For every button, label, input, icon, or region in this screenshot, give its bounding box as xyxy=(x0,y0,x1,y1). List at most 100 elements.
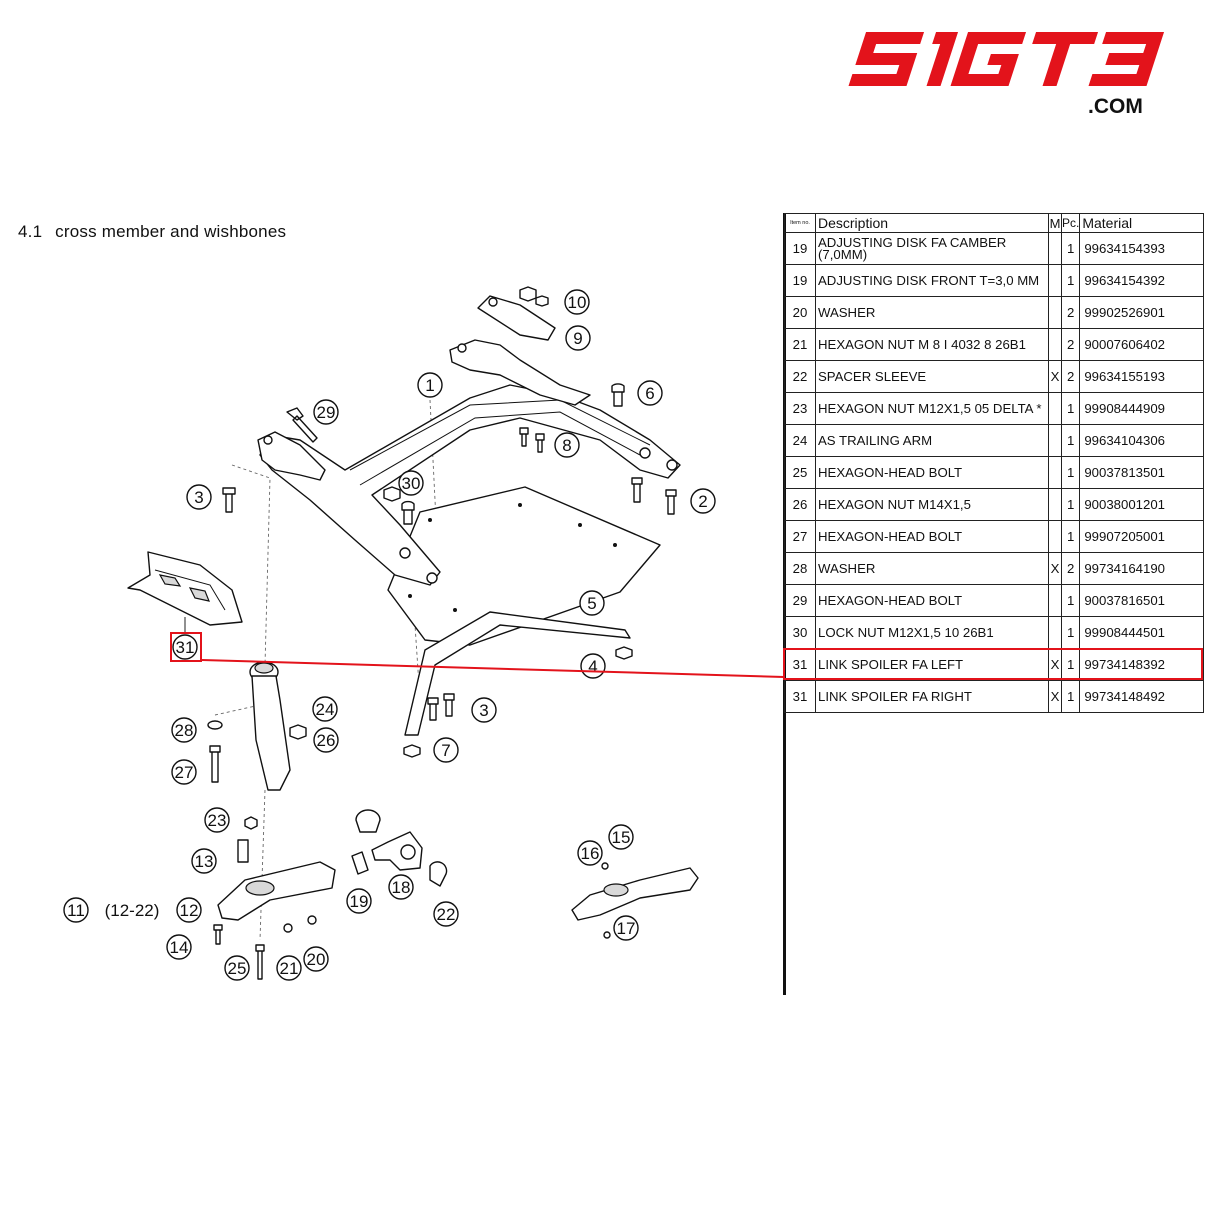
svg-text:7: 7 xyxy=(441,741,450,760)
svg-text:8: 8 xyxy=(562,436,571,455)
cell-m xyxy=(1048,392,1062,425)
callout-11: 11 xyxy=(63,897,89,923)
callouts: 1 2 3 3 4 5 6 7 8 9 10 11 (12-22) 12 13 … xyxy=(63,289,716,981)
cell-pc: 1 xyxy=(1060,616,1081,649)
svg-text:28: 28 xyxy=(175,721,194,740)
cell-pc: 1 xyxy=(1060,520,1081,553)
svg-text:3: 3 xyxy=(479,701,488,720)
callout-7: 7 xyxy=(433,737,459,763)
cell-material: 99634104306 xyxy=(1079,424,1205,457)
callout-12: 12 xyxy=(176,897,202,923)
cell-pc: 1 xyxy=(1060,232,1081,265)
bolts xyxy=(222,383,677,758)
cell-item: 25 xyxy=(784,456,816,489)
svg-text:30: 30 xyxy=(402,474,421,493)
cell-description: AS TRAILING ARM xyxy=(815,424,1049,457)
svg-text:13: 13 xyxy=(195,852,214,871)
highlight-box-callout xyxy=(170,632,202,662)
callout-18: 18 xyxy=(388,874,414,900)
cell-pc: 1 xyxy=(1060,456,1081,489)
cell-material: 99634155193 xyxy=(1079,360,1205,393)
svg-text:20: 20 xyxy=(307,950,326,969)
table-header-row: Item no. Description M Pc. Material xyxy=(784,213,1205,233)
callout-26: 26 xyxy=(313,727,339,753)
section-number: 4.1 xyxy=(18,222,43,241)
cell-description: LINK SPOILER FA RIGHT xyxy=(815,680,1049,713)
cell-description: HEXAGON-HEAD BOLT xyxy=(815,520,1049,553)
cell-item: 22 xyxy=(784,360,816,393)
bracket-9 xyxy=(477,286,556,341)
cell-pc: 1 xyxy=(1060,392,1081,425)
cell-pc: 2 xyxy=(1060,360,1081,393)
callout-4: 4 xyxy=(580,653,606,679)
callout-9: 9 xyxy=(565,325,591,351)
highlight-box-row xyxy=(783,648,1203,680)
svg-text:24: 24 xyxy=(316,700,335,719)
wishbone-assembly xyxy=(213,809,448,980)
cell-m: X xyxy=(1048,680,1062,713)
cell-description: ADJUSTING DISK FRONT T=3,0 MM xyxy=(815,264,1049,297)
callout-17: 17 xyxy=(613,915,639,941)
header-m: M xyxy=(1048,213,1062,233)
svg-text:5: 5 xyxy=(587,594,596,613)
link-spoiler xyxy=(127,551,243,626)
cell-material: 90037816501 xyxy=(1079,584,1205,617)
svg-text:17: 17 xyxy=(617,919,636,938)
callout-8: 8 xyxy=(554,432,580,458)
cell-material: 90038001201 xyxy=(1079,488,1205,521)
cell-item: 28 xyxy=(784,552,816,585)
cross-brace xyxy=(404,611,633,736)
svg-text:16: 16 xyxy=(581,844,600,863)
cell-description: HEXAGON NUT M12X1,5 05 DELTA * xyxy=(815,392,1049,425)
cell-m xyxy=(1048,328,1062,361)
svg-text:9: 9 xyxy=(573,329,582,348)
callout-29: 29 xyxy=(313,399,339,425)
callout-27: 27 xyxy=(171,759,197,785)
callout-23: 23 xyxy=(204,807,230,833)
cell-description: HEXAGON NUT M14X1,5 xyxy=(815,488,1049,521)
callout-16: 16 xyxy=(577,840,603,866)
svg-text:11: 11 xyxy=(67,901,85,920)
cell-material: 99734148492 xyxy=(1079,680,1205,713)
section-title-text: cross member and wishbones xyxy=(55,222,287,241)
cell-material: 99902526901 xyxy=(1079,296,1205,329)
svg-text:18: 18 xyxy=(392,878,411,897)
cell-description: WASHER xyxy=(815,552,1049,585)
svg-text:15: 15 xyxy=(612,828,631,847)
cross-member xyxy=(257,339,681,586)
cell-material: 90037813501 xyxy=(1079,456,1205,489)
cell-item: 19 xyxy=(784,232,816,265)
cell-item: 26 xyxy=(784,488,816,521)
callout-31: 31 xyxy=(172,634,198,660)
cell-material: 90007606402 xyxy=(1079,328,1205,361)
header-item-no: Item no. xyxy=(784,213,816,233)
svg-text:3: 3 xyxy=(194,488,203,507)
cell-item: 19 xyxy=(784,264,816,297)
callout-25: 25 xyxy=(224,955,250,981)
cell-item: 24 xyxy=(784,424,816,457)
cell-description: HEXAGON-HEAD BOLT xyxy=(815,456,1049,489)
cell-m: X xyxy=(1048,360,1062,393)
cell-material: 99734164190 xyxy=(1079,552,1205,585)
cell-m xyxy=(1048,296,1062,329)
wishbone-right xyxy=(571,862,699,939)
cell-description: SPACER SLEEVE xyxy=(815,360,1049,393)
callout-20: 20 xyxy=(303,946,329,972)
cell-pc: 2 xyxy=(1060,552,1081,585)
callout-6: 6 xyxy=(637,380,663,406)
